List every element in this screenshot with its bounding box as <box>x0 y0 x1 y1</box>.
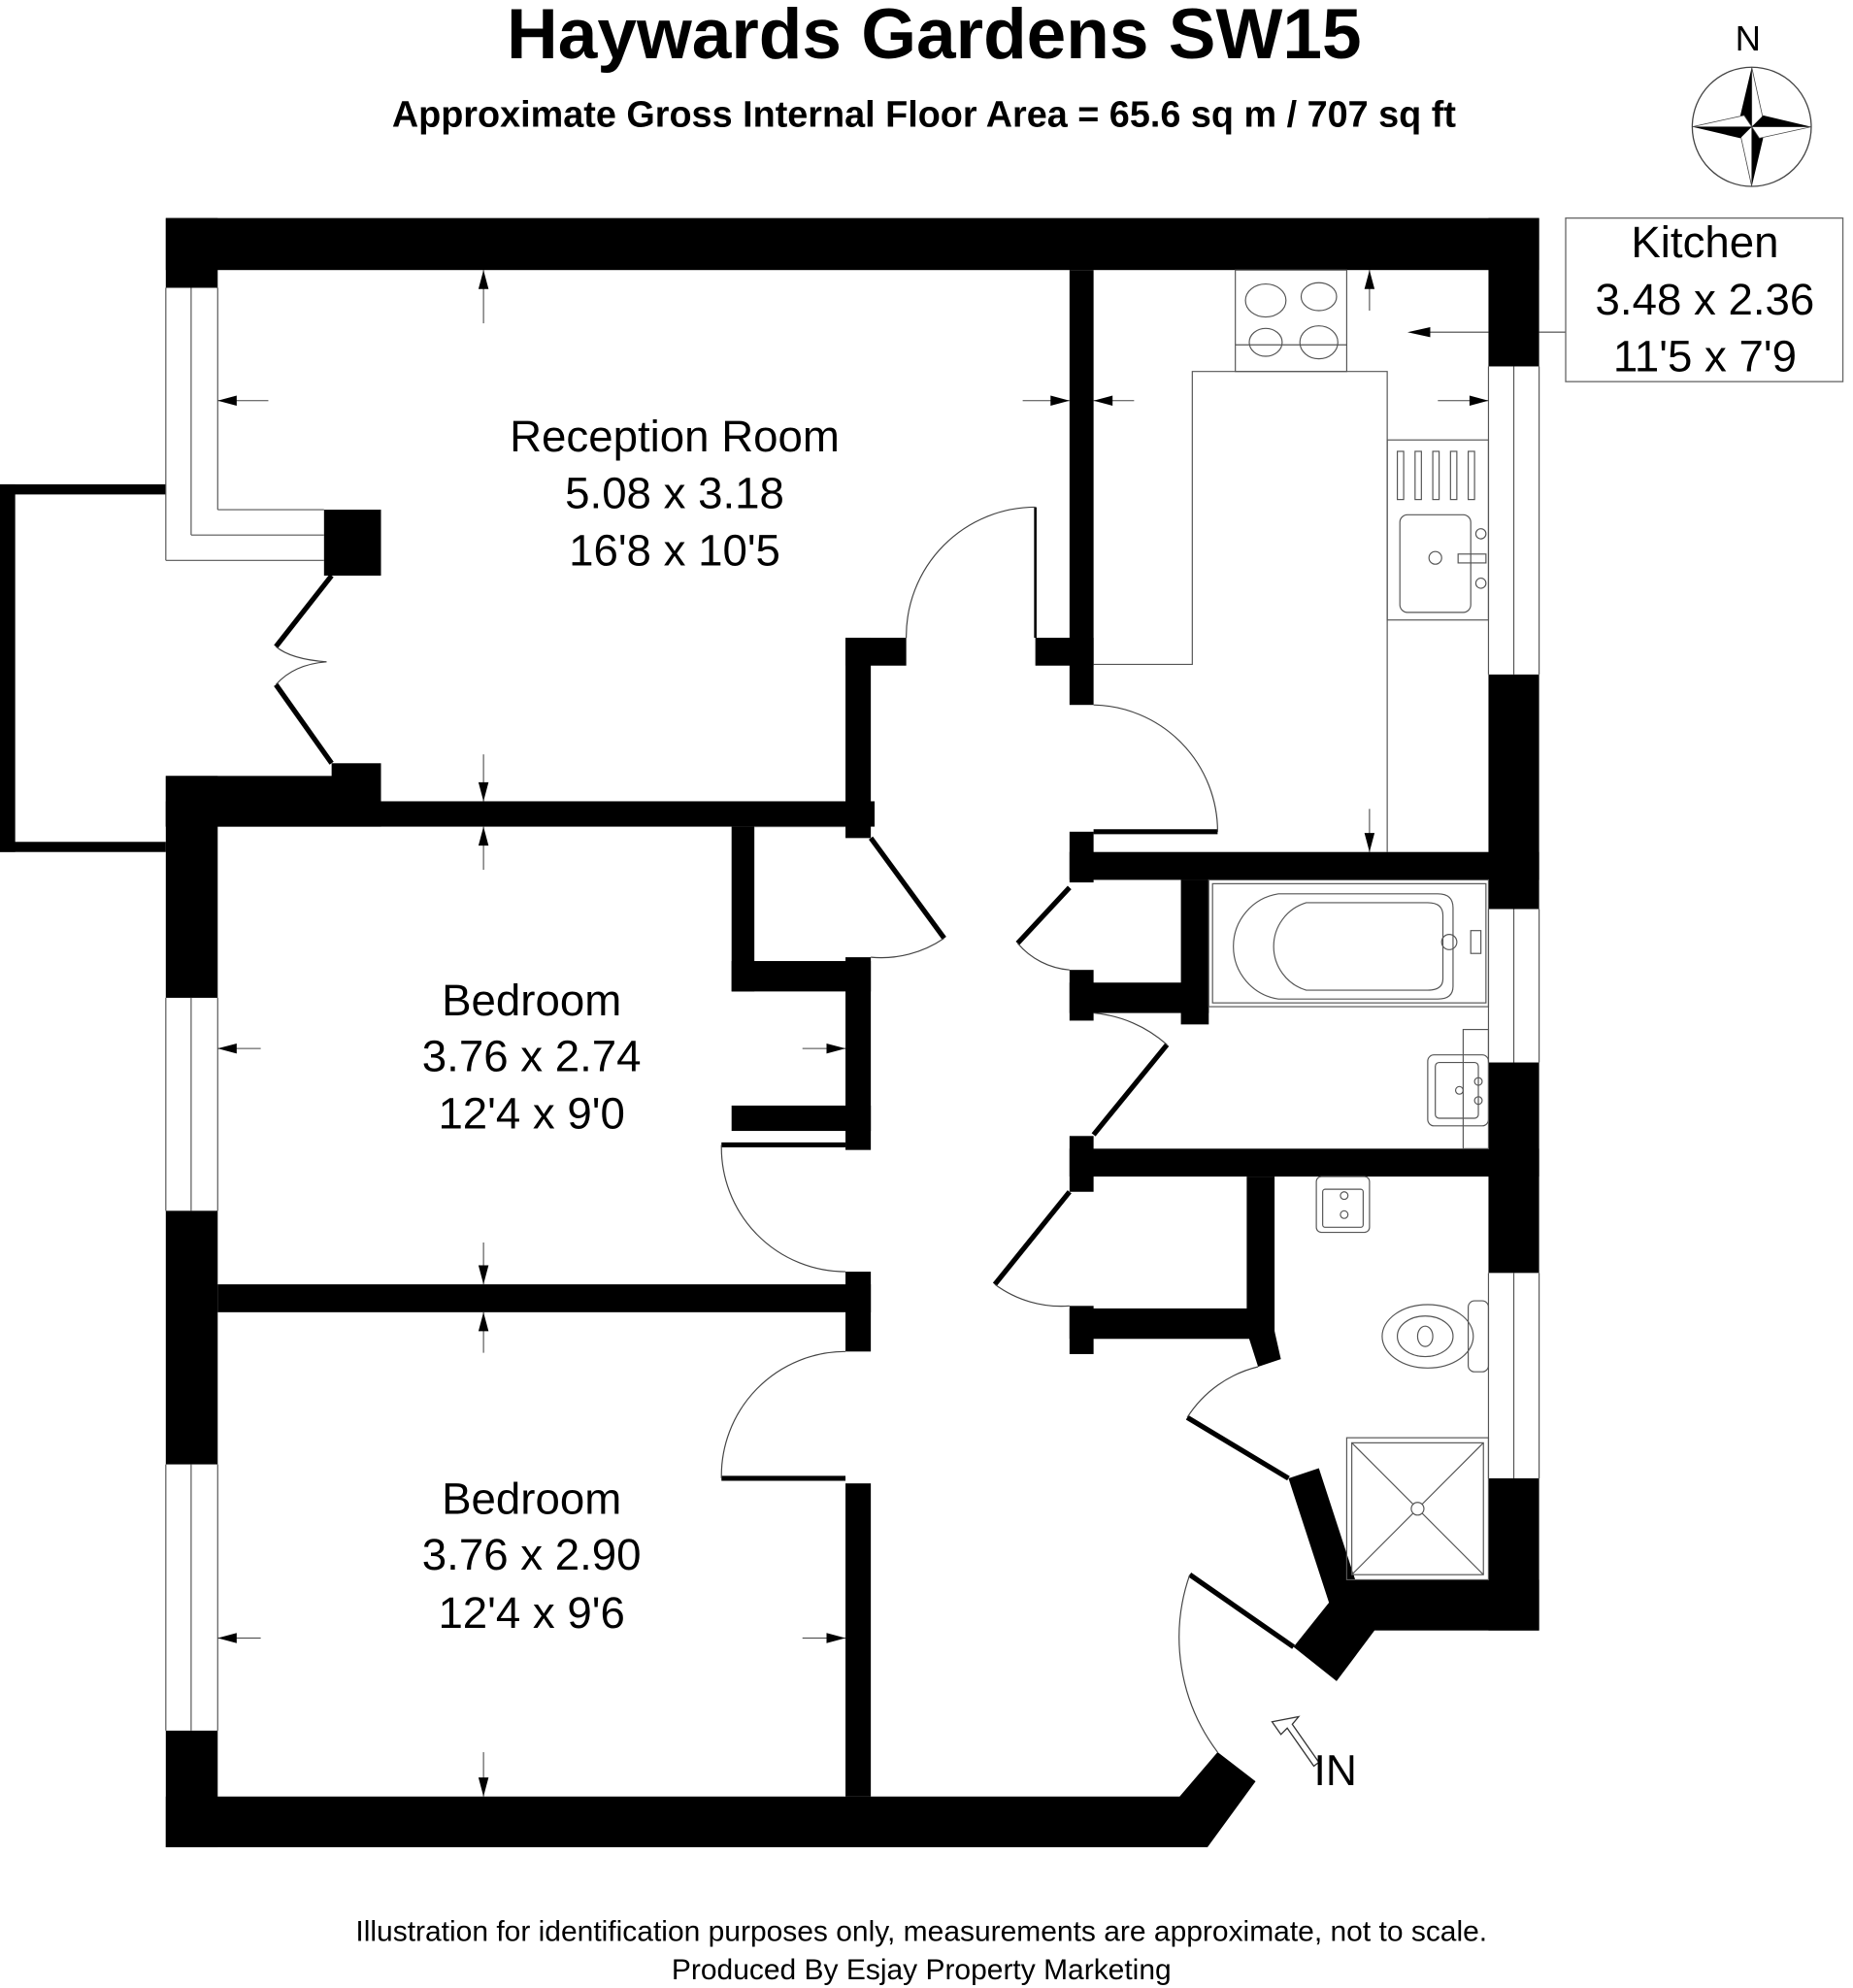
balcony-outline <box>0 483 166 852</box>
window-bedroom2 <box>165 1464 218 1731</box>
balcony-french-doors <box>274 574 334 765</box>
window-kitchen <box>1487 366 1540 675</box>
kitchen-name: Kitchen <box>1631 217 1778 267</box>
bathroom-cupboard-door <box>1015 885 1072 971</box>
reception-door <box>906 506 1037 638</box>
bedroom1-door <box>720 1142 846 1273</box>
reception-metric: 5.08 x 3.18 <box>565 469 784 518</box>
kitchen-sink-icon <box>1396 450 1487 613</box>
bedroom2-door <box>720 1350 846 1481</box>
credit-text: Produced By Esjay Property Marketing <box>672 1954 1172 1986</box>
bedroom2-label: Bedroom 3.76 x 2.90 12'4 x 9'6 <box>422 1474 642 1638</box>
reception-label: Reception Room 5.08 x 3.18 16'8 x 10'5 <box>510 412 840 576</box>
bedroom2-name: Bedroom <box>442 1474 621 1523</box>
shower-tray-icon <box>1345 1437 1490 1581</box>
kitchen-imperial: 11'5 x 7'9 <box>1613 332 1797 381</box>
bedroom2-metric: 3.76 x 2.90 <box>422 1530 642 1579</box>
bathroom-door <box>1091 1012 1170 1137</box>
bedroom1-metric: 3.76 x 2.74 <box>422 1032 642 1081</box>
bath-icon <box>1208 878 1490 1008</box>
compass-rose-icon: N <box>1691 18 1812 187</box>
bedroom2-imperial: 12'4 x 9'6 <box>438 1588 624 1638</box>
kitchen-metric: 3.48 x 2.36 <box>1596 275 1815 324</box>
front-door <box>1178 1573 1296 1753</box>
window-bathroom <box>1487 909 1540 1063</box>
window-reception-left <box>165 287 324 561</box>
bedroom1-name: Bedroom <box>442 976 621 1025</box>
window-wc <box>1487 1273 1540 1478</box>
bedroom1-label: Bedroom 3.76 x 2.74 12'4 x 9'0 <box>422 976 642 1138</box>
kitchen-label-box: Kitchen 3.48 x 2.36 11'5 x 7'9 <box>1539 217 1844 382</box>
wc-cupboard-door <box>992 1190 1072 1308</box>
wc-door <box>1185 1366 1290 1481</box>
north-label: N <box>1736 18 1761 58</box>
floor-area-subtitle: Approximate Gross Internal Floor Area = … <box>392 95 1457 136</box>
reception-imperial: 16'8 x 10'5 <box>569 525 780 575</box>
entrance-label: IN <box>1314 1747 1357 1795</box>
basin-icon <box>1427 1028 1490 1149</box>
reception-name: Reception Room <box>510 412 840 461</box>
page-title: Haywards Gardens SW15 <box>507 0 1362 74</box>
bedroom1-cupboard-door <box>869 836 946 959</box>
entrance-arrow-icon: IN <box>1271 1715 1357 1795</box>
dimension-arrows <box>217 270 1489 1797</box>
wc-basin-icon <box>1315 1176 1371 1234</box>
disclaimer-text: Illustration for identification purposes… <box>355 1916 1487 1948</box>
toilet-icon <box>1381 1300 1490 1373</box>
kitchen-worktop <box>1093 371 1490 852</box>
doors <box>274 506 1296 1753</box>
hob-icon <box>1235 269 1348 373</box>
kitchen-door <box>1093 704 1218 835</box>
bedroom1-imperial: 12'4 x 9'0 <box>438 1088 624 1138</box>
window-bedroom1 <box>165 997 218 1211</box>
walls <box>165 217 1539 1848</box>
